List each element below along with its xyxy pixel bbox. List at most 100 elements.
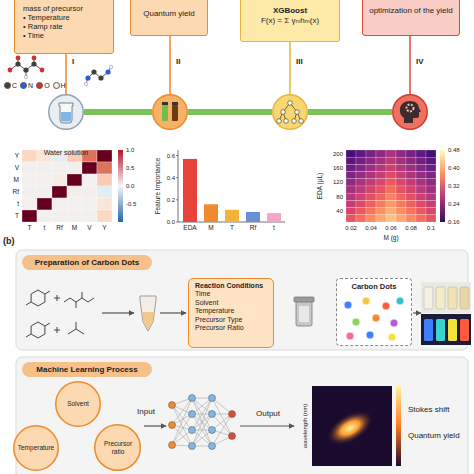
neural-network — [189, 411, 196, 418]
axis-label: V — [87, 225, 91, 232]
bar-chart — [176, 177, 178, 178]
yield-heatmap — [346, 172, 356, 179]
chemical-structure — [26, 334, 31, 337]
spectrum-map — [320, 403, 379, 453]
yield-heatmap — [416, 179, 426, 186]
node-text: Temperature — [18, 444, 55, 452]
bar-chart — [267, 213, 281, 222]
yield-heatmap — [356, 172, 366, 179]
tube — [142, 312, 154, 330]
molecule — [15, 61, 20, 66]
panel-letter: (b) — [3, 237, 15, 246]
yield-heatmap — [426, 215, 436, 222]
molecule — [8, 56, 45, 79]
correlation-heatmap — [82, 174, 97, 186]
flow-label: Stokes shift — [408, 406, 449, 414]
axis-label: Feature Importance — [155, 158, 162, 215]
yield-heatmap — [416, 208, 426, 215]
yield-heatmap — [406, 150, 416, 157]
yield-heatmap — [416, 193, 426, 200]
neural-network — [212, 398, 232, 414]
arrow — [144, 425, 166, 426]
yield-heatmap — [366, 215, 376, 222]
yield-heatmap — [376, 164, 386, 171]
arrow — [102, 312, 134, 313]
yield-heatmap — [376, 208, 386, 215]
chemical-structure — [26, 302, 31, 305]
molecule — [32, 56, 37, 61]
yield-heatmap — [386, 193, 396, 200]
yield-heatmap — [426, 150, 436, 157]
yield-heatmap — [396, 208, 406, 215]
neural-network — [229, 411, 236, 418]
vials-photo — [436, 319, 445, 341]
neural-network — [169, 422, 176, 429]
yield-heatmap — [346, 200, 356, 207]
axis-label: 0.24 — [448, 201, 460, 207]
yield-heatmap — [346, 179, 356, 186]
step-circle: IWater solution — [48, 94, 84, 130]
neural-network — [212, 414, 232, 436]
yield-heatmap — [376, 186, 386, 193]
step-circle: IV — [392, 94, 428, 130]
chemical-structure — [45, 291, 50, 294]
node-heading: Reaction Conditions — [195, 282, 269, 290]
arrow — [160, 312, 186, 313]
yield-heatmap — [386, 215, 396, 222]
correlation-heatmap — [82, 198, 97, 210]
vials-photo — [448, 319, 457, 341]
yield-heatmap — [386, 150, 396, 157]
yield-heatmap — [346, 150, 436, 222]
yield-heatmap — [376, 172, 386, 179]
axis-label: Rf — [13, 189, 20, 196]
neural-network — [209, 427, 216, 434]
correlation-heatmap — [82, 210, 97, 222]
axis-label: T — [15, 213, 19, 220]
yield-heatmap — [376, 200, 386, 207]
node-text: Solvent — [67, 400, 89, 408]
spectrum-map — [312, 386, 401, 466]
neural-network — [192, 430, 212, 446]
neural-network — [189, 427, 196, 434]
node-text: Solvent — [195, 299, 269, 307]
correlation-heatmap — [67, 162, 82, 174]
correlation-heatmap — [82, 162, 97, 174]
neural-network — [189, 395, 196, 402]
yield-heatmap — [426, 193, 436, 200]
axis-label: 40 — [336, 208, 343, 214]
correlation-heatmap — [22, 210, 37, 222]
correlation-heatmap — [37, 174, 52, 186]
node-text: optimization of the yield — [367, 6, 455, 16]
legend-entry: H — [53, 82, 66, 89]
correlation-heatmap — [52, 186, 67, 198]
neural-network — [229, 433, 236, 440]
yield-heatmap — [346, 208, 356, 215]
molecule — [8, 68, 13, 73]
neural-network — [192, 398, 212, 446]
axis-label: 0.0 — [126, 183, 134, 189]
connector — [84, 109, 152, 115]
circle-outline — [95, 425, 141, 471]
correlation-heatmap — [97, 174, 112, 186]
molecule — [16, 56, 21, 61]
yield-heatmap — [366, 193, 376, 200]
yield-heatmap — [406, 164, 416, 171]
axis-label: 120 — [333, 179, 343, 185]
neural-network — [192, 398, 212, 446]
neural-network — [189, 443, 196, 450]
axis-label: 0.04 — [365, 225, 377, 231]
node-text: Water solution — [44, 149, 88, 156]
bar-chart — [204, 204, 218, 222]
autoclave — [294, 297, 314, 302]
yield-heatmap — [396, 193, 406, 200]
yield-heatmap — [406, 215, 416, 222]
vials-photo — [436, 287, 445, 309]
node-heading: XGBoost — [245, 6, 335, 16]
yield-heatmap — [406, 172, 416, 179]
circle-outline — [14, 426, 59, 471]
molecule — [105, 69, 110, 74]
axis-label: 1.0 — [126, 147, 134, 153]
yield-heatmap — [386, 186, 396, 193]
molecule — [84, 82, 88, 86]
connector — [188, 109, 272, 115]
